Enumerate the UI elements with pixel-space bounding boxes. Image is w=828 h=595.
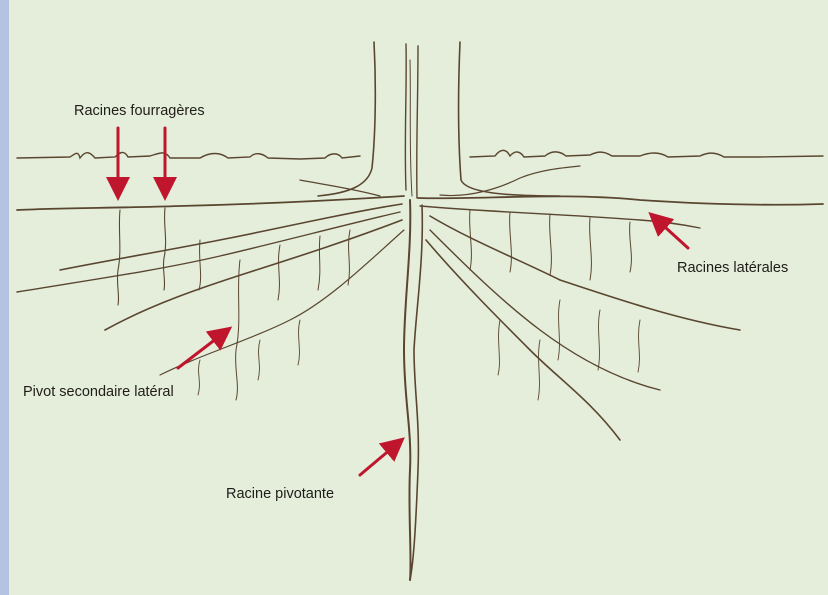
label-racines-laterales: Racines latérales [677, 260, 788, 276]
root-lines [17, 42, 823, 580]
label-pivot-secondaire-lateral: Pivot secondaire latéral [23, 384, 174, 400]
annotation-arrows [118, 128, 688, 475]
label-racines-fourrageres: Racines fourragères [74, 103, 205, 119]
ground-surface-line [17, 150, 823, 159]
label-racine-pivotante: Racine pivotante [226, 486, 334, 502]
arrow-pivotante [360, 443, 398, 475]
